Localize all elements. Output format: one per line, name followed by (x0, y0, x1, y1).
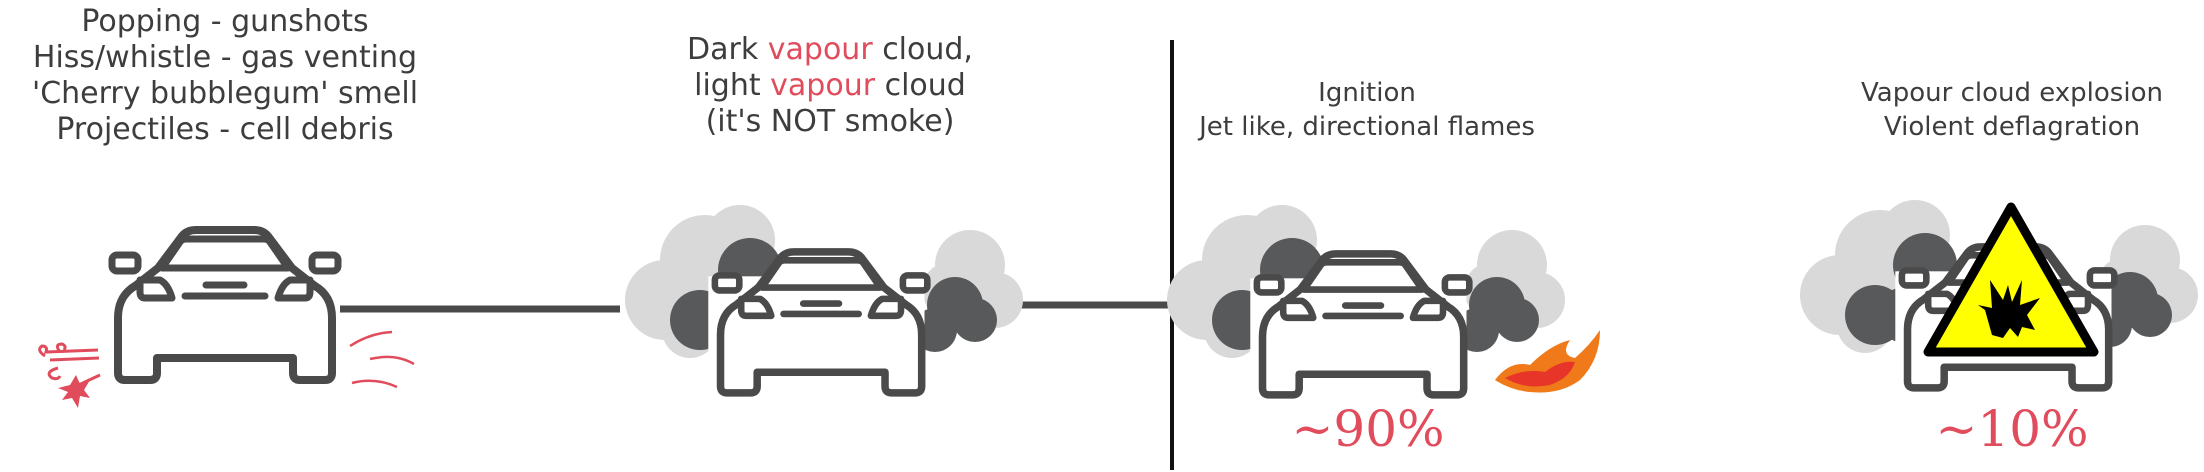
stage4-line: Vapour cloud explosion (1861, 78, 2163, 108)
stage2-description: Dark vapour cloud, light vapour cloud (i… (687, 32, 973, 140)
text: Dark (687, 32, 768, 67)
text: light (694, 68, 771, 103)
text: cloud (875, 68, 966, 103)
highlight-text: vapour (770, 68, 876, 103)
stage1-line: 'Cherry bubblegum' smell (31, 76, 419, 111)
stage1-line: Popping - gunshots (81, 4, 369, 39)
hiss-pop-icon (38, 342, 101, 408)
stage2-line: light vapour cloud (687, 68, 973, 104)
stage4-description: Vapour cloud explosion Violent deflagrat… (1861, 76, 2163, 144)
stage2-line: Dark vapour cloud, (687, 32, 973, 68)
flames-icon (1495, 330, 1600, 393)
ignition-percentage: ~90% (1291, 400, 1445, 458)
motion-lines-icon (349, 330, 415, 389)
highlight-text: vapour (767, 32, 873, 67)
explosion-warning-icon (1923, 202, 2099, 357)
stage2-line: (it's NOT smoke) (705, 104, 955, 139)
stage1-description: Popping - gunshots Hiss/whistle - gas ve… (32, 4, 418, 148)
stage3-line: Jet like, directional flames (1199, 112, 1535, 142)
stage3-line: Ignition (1318, 78, 1416, 108)
explosion-percentage: ~10% (1935, 400, 2089, 458)
car-icon-stage1 (105, 230, 338, 386)
stage3-description: Ignition Jet like, directional flames (1199, 76, 1535, 144)
stage1-line: Projectiles - cell debris (56, 112, 394, 147)
text: cloud, (872, 32, 973, 67)
stage4-line: Violent deflagration (1883, 112, 2141, 142)
stage1-line: Hiss/whistle - gas venting (32, 40, 418, 75)
